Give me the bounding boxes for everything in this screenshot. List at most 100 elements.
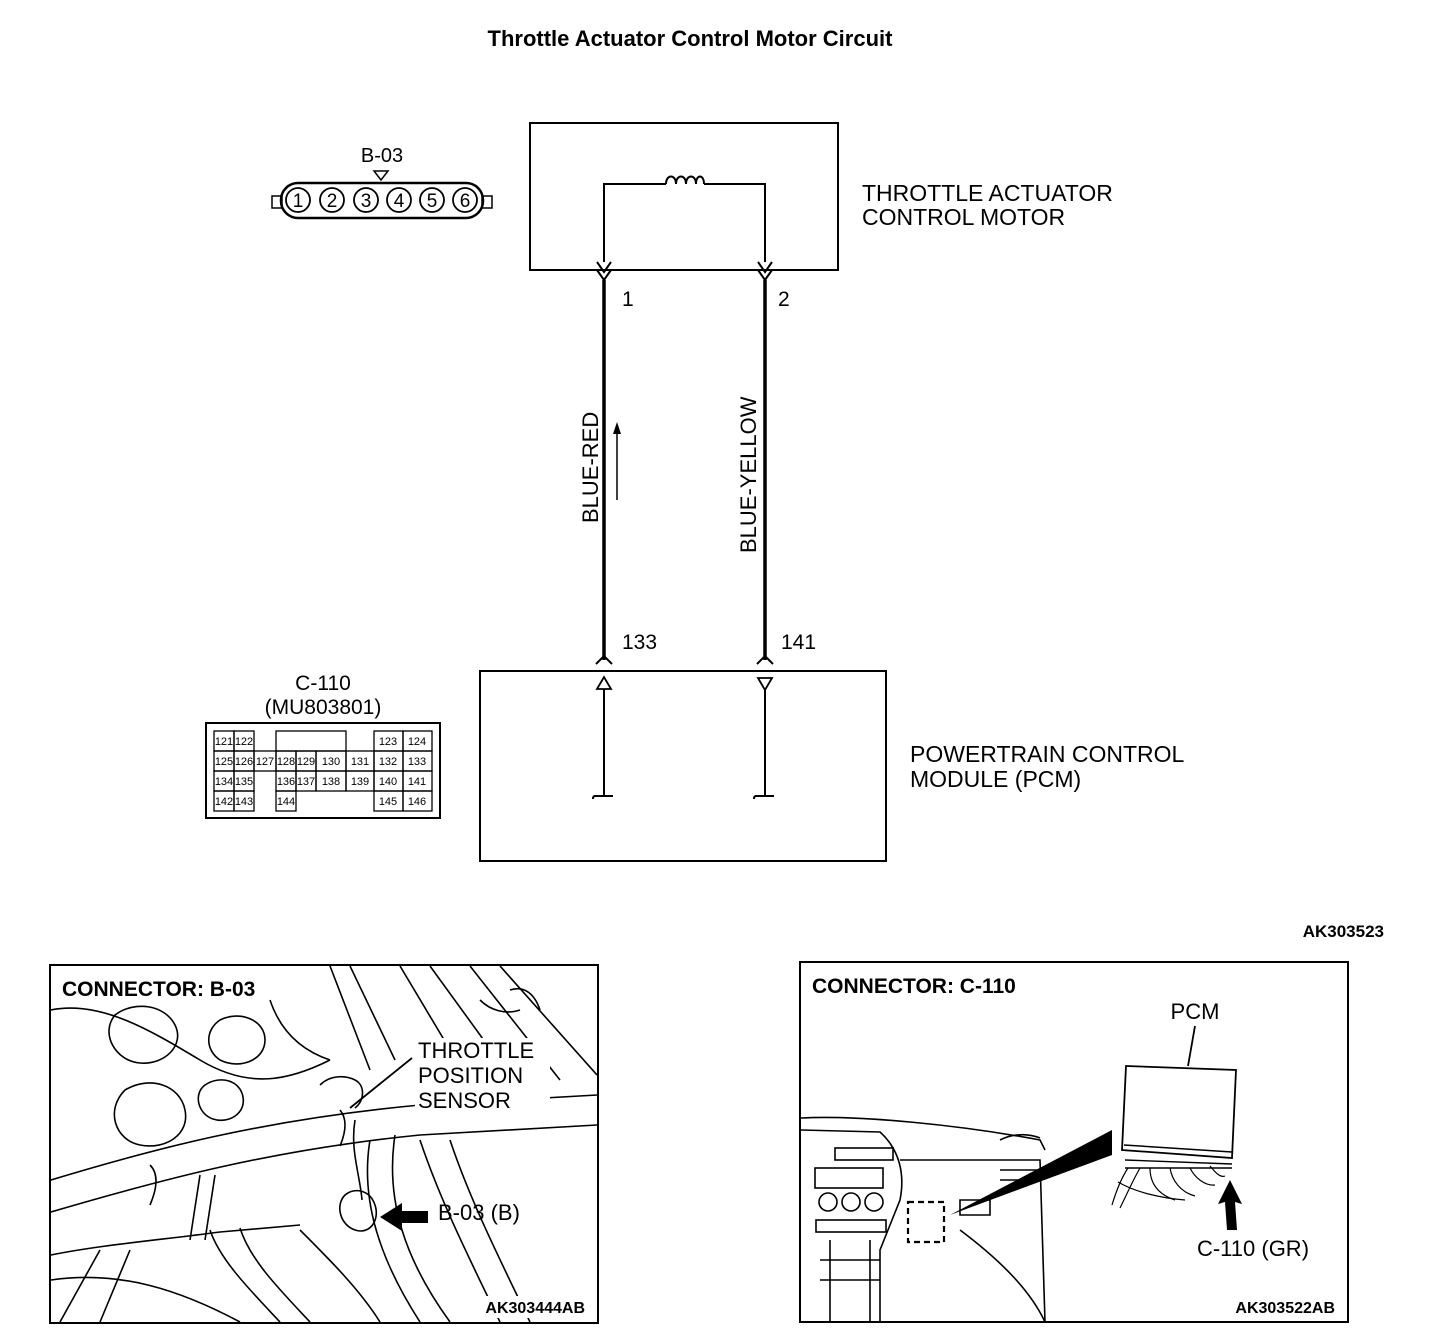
connector-b03-pin: 3: [353, 187, 379, 213]
c110-pointer-label: C-110 (GR): [1197, 1236, 1309, 1261]
motor-internal-wire-left: [603, 183, 666, 262]
panel-right-heading: CONNECTOR: C-110: [812, 975, 1016, 998]
c110-pin: 145: [379, 796, 397, 808]
connector-b03-pin: 6: [452, 187, 478, 213]
svg-text:5: 5: [427, 191, 438, 212]
c110-pin: 142: [215, 796, 233, 808]
connector-c110-part: (MU803801): [265, 696, 382, 719]
panel-connector-b03: CONNECTOR: B-03 THROTTLE POSITION SENSOR…: [49, 964, 599, 1324]
dashboard-illustration: [801, 1116, 1046, 1321]
pcm-ground-left-icon: [592, 795, 613, 800]
panel-right-frame: [799, 961, 1349, 1323]
tps-callout-line2: POSITION: [418, 1063, 523, 1088]
svg-text:4: 4: [394, 191, 405, 212]
c110-pin: 133: [408, 756, 426, 768]
panel-left-code-bg: [462, 1296, 588, 1318]
current-flow-arrow-icon: [613, 422, 621, 434]
c110-pin: 146: [408, 796, 426, 808]
pcm-name-line2: MODULE (PCM): [910, 766, 1081, 792]
c110-pin: 137: [297, 776, 315, 788]
pcm-label-leader: [1187, 1025, 1196, 1067]
diagram-code: AK303523: [1303, 922, 1384, 941]
connector-c110-pin-labels: 121 122 123 124 125 126 127 128 129 130 …: [215, 736, 426, 808]
connector-c110-label: C-110: [295, 672, 351, 695]
connector-b03-pin: 5: [419, 187, 445, 213]
engine-bay-illustration: [51, 966, 597, 1322]
pcm-pin141-terminal-icon: [756, 654, 774, 665]
motor-name-line2: CONTROL MOTOR: [862, 204, 1065, 230]
c110-pin: 141: [408, 776, 426, 788]
c110-pin: 144: [277, 796, 295, 808]
connector-b03-marker-icon: [372, 170, 390, 182]
wire-left-color-label: BLUE-RED: [578, 412, 603, 523]
motor-pin2-label: 2: [778, 288, 790, 311]
pcm-location-marker: [906, 1200, 946, 1244]
pcm-name-line1: POWERTRAIN CONTROL: [910, 741, 1185, 767]
pcm-connectors-drawing: [1124, 1159, 1233, 1169]
panel-right-code: AK303522AB: [1235, 1300, 1335, 1317]
c110-pin: 139: [351, 776, 369, 788]
pcm-photo-label: PCM: [1171, 999, 1220, 1024]
pcm-box: [479, 670, 887, 862]
connector-b03-pin: 4: [386, 187, 412, 213]
pcm-pin133-terminal-icon: [595, 654, 613, 665]
c110-pin: 125: [215, 756, 233, 768]
c110-pin: 126: [235, 756, 253, 768]
pcm-ground-right-icon: [753, 795, 774, 800]
connector-b03-pin: 2: [319, 187, 345, 213]
connector-b03: B-03 1 2 3 4 5 6: [271, 145, 493, 220]
c110-pin: 130: [322, 756, 340, 768]
connector-c110: C-110 (MU803801) 121 122 123 124 125 126…: [205, 672, 441, 819]
motor-box: [529, 122, 839, 271]
pcm-block: 133 141 POWERTRAIN CONTROL MODULE (PCM): [479, 631, 1185, 862]
motor-coil-icon: [665, 175, 705, 185]
svg-text:1: 1: [293, 191, 304, 212]
pcm-harness-drawing: [1111, 1165, 1226, 1209]
c110-pin: 134: [215, 776, 233, 788]
c110-pin: 140: [379, 776, 397, 788]
pcm-pin133-label: 133: [622, 631, 657, 654]
wire-right-color-label: BLUE-YELLOW: [736, 396, 761, 553]
c110-pin: 143: [235, 796, 253, 808]
b03-pointer-label: B-03 (B): [438, 1200, 520, 1225]
connector-b03-pin: 1: [285, 187, 311, 213]
c110-pin: 123: [379, 736, 397, 748]
c110-pin: 127: [256, 756, 274, 768]
c110-pin: 136: [277, 776, 295, 788]
c110-pin: 129: [297, 756, 315, 768]
connector-b03-label: B-03: [361, 145, 403, 167]
svg-text:3: 3: [361, 191, 372, 212]
panel-left-code: AK303444AB: [485, 1300, 585, 1317]
harness-wires: BLUE-RED BLUE-YELLOW: [578, 280, 767, 660]
svg-text:6: 6: [460, 191, 471, 212]
panel-connector-c110: PCM C-110 (GR) AK303522AB CONNECTOR: C-1…: [799, 961, 1349, 1323]
pcm-unit-drawing: [1121, 1065, 1237, 1159]
tps-callout-line3: SENSOR: [418, 1088, 511, 1113]
c110-pin: 128: [277, 756, 295, 768]
connector-b03-body: [279, 181, 485, 220]
motor-pin1-label: 1: [622, 288, 634, 311]
tps-callout-leader: [349, 1057, 413, 1109]
pcm-zoom-wedge: [950, 1130, 1112, 1215]
c110-pin: 132: [379, 756, 397, 768]
motor-internal-wire-right: [704, 183, 766, 262]
page-title: Throttle Actuator Control Motor Circuit: [488, 26, 894, 51]
tps-callout-bg: [415, 1038, 550, 1116]
motor-name-line1: THROTTLE ACTUATOR: [862, 180, 1113, 206]
c110-pin: 131: [351, 756, 369, 768]
svg-text:2: 2: [327, 191, 338, 212]
panel-left-frame: [49, 964, 599, 1324]
tps-callout-line1: THROTTLE: [418, 1038, 534, 1063]
pcm-pin141-label: 141: [781, 631, 816, 654]
c110-pin: 121: [215, 736, 233, 748]
c110-pointer-arrow-icon: [1218, 1180, 1242, 1230]
pcm-input-arrow-icon: [595, 675, 613, 690]
motor-block: THROTTLE ACTUATOR CONTROL MOTOR 1 2: [529, 122, 1113, 311]
panel-left-heading: CONNECTOR: B-03: [62, 978, 255, 1001]
connector-b03-pins: 1 2 3 4 5 6: [285, 187, 478, 213]
connector-c110-cavity-grid: [213, 730, 433, 812]
b03-pointer-arrow-icon: [380, 1203, 428, 1231]
c110-pin: 124: [408, 736, 426, 748]
connector-c110-frame: [205, 722, 441, 819]
